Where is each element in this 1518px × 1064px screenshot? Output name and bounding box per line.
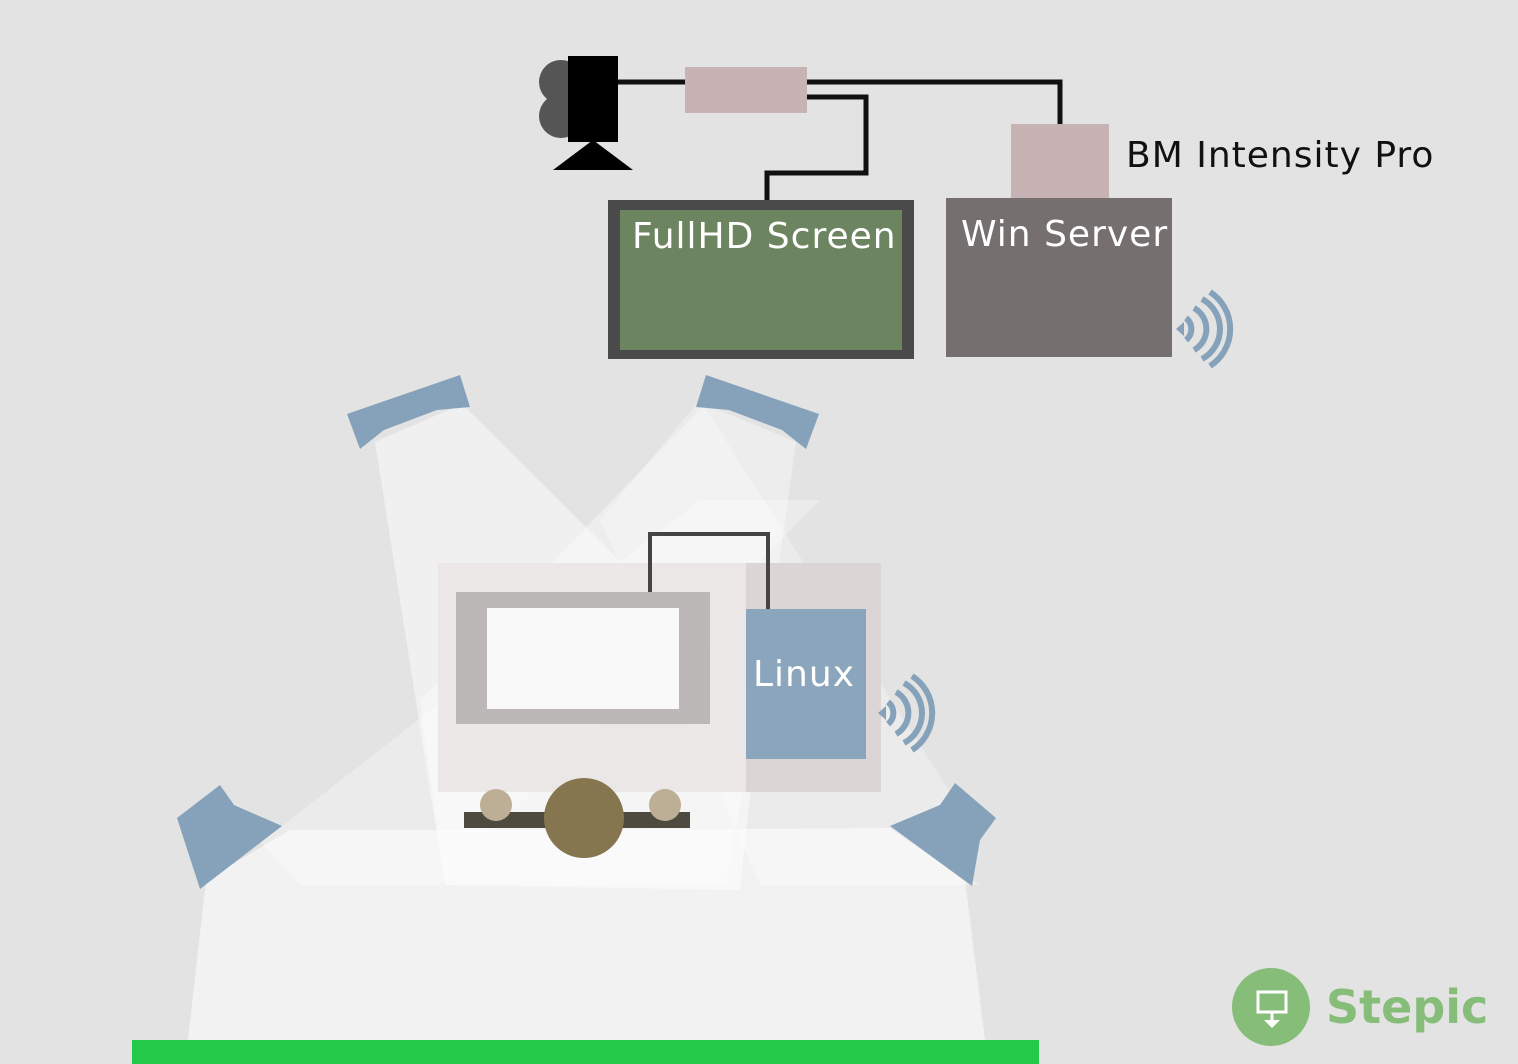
fullhd-screen-display [620,210,902,350]
win-server-label: Win Server [961,214,1169,255]
softbox-top-left [347,375,470,449]
lit-floor-area [188,828,985,1040]
win-server-box [946,198,1172,357]
linux-label: Linux [753,654,855,695]
desk-monitor-display [487,608,679,709]
floor-strip [132,1040,1039,1064]
camera-icon [539,56,633,170]
softbox-bottom-right [890,783,996,886]
fullhd-screen-label: FullHD Screen [632,216,897,257]
cable-splitter-server [806,79,1063,125]
person-left-hand [480,789,512,821]
capture-card [1011,124,1109,199]
wifi-icon [878,673,936,753]
hdmi-splitter [685,67,807,113]
softbox-top-right [696,375,819,449]
capture-card-label: BM Intensity Pro [1126,135,1435,176]
softbox-bottom-left [177,785,282,889]
cable-monitor-linux [648,532,770,610]
cable-splitter-screen [764,94,869,202]
linux-box [746,609,866,759]
presentation-board-icon [1232,968,1310,1046]
person-icon [544,778,624,858]
person-right-hand [649,789,681,821]
brand-name: Stepic [1326,980,1489,1034]
wifi-icon [1176,289,1234,369]
